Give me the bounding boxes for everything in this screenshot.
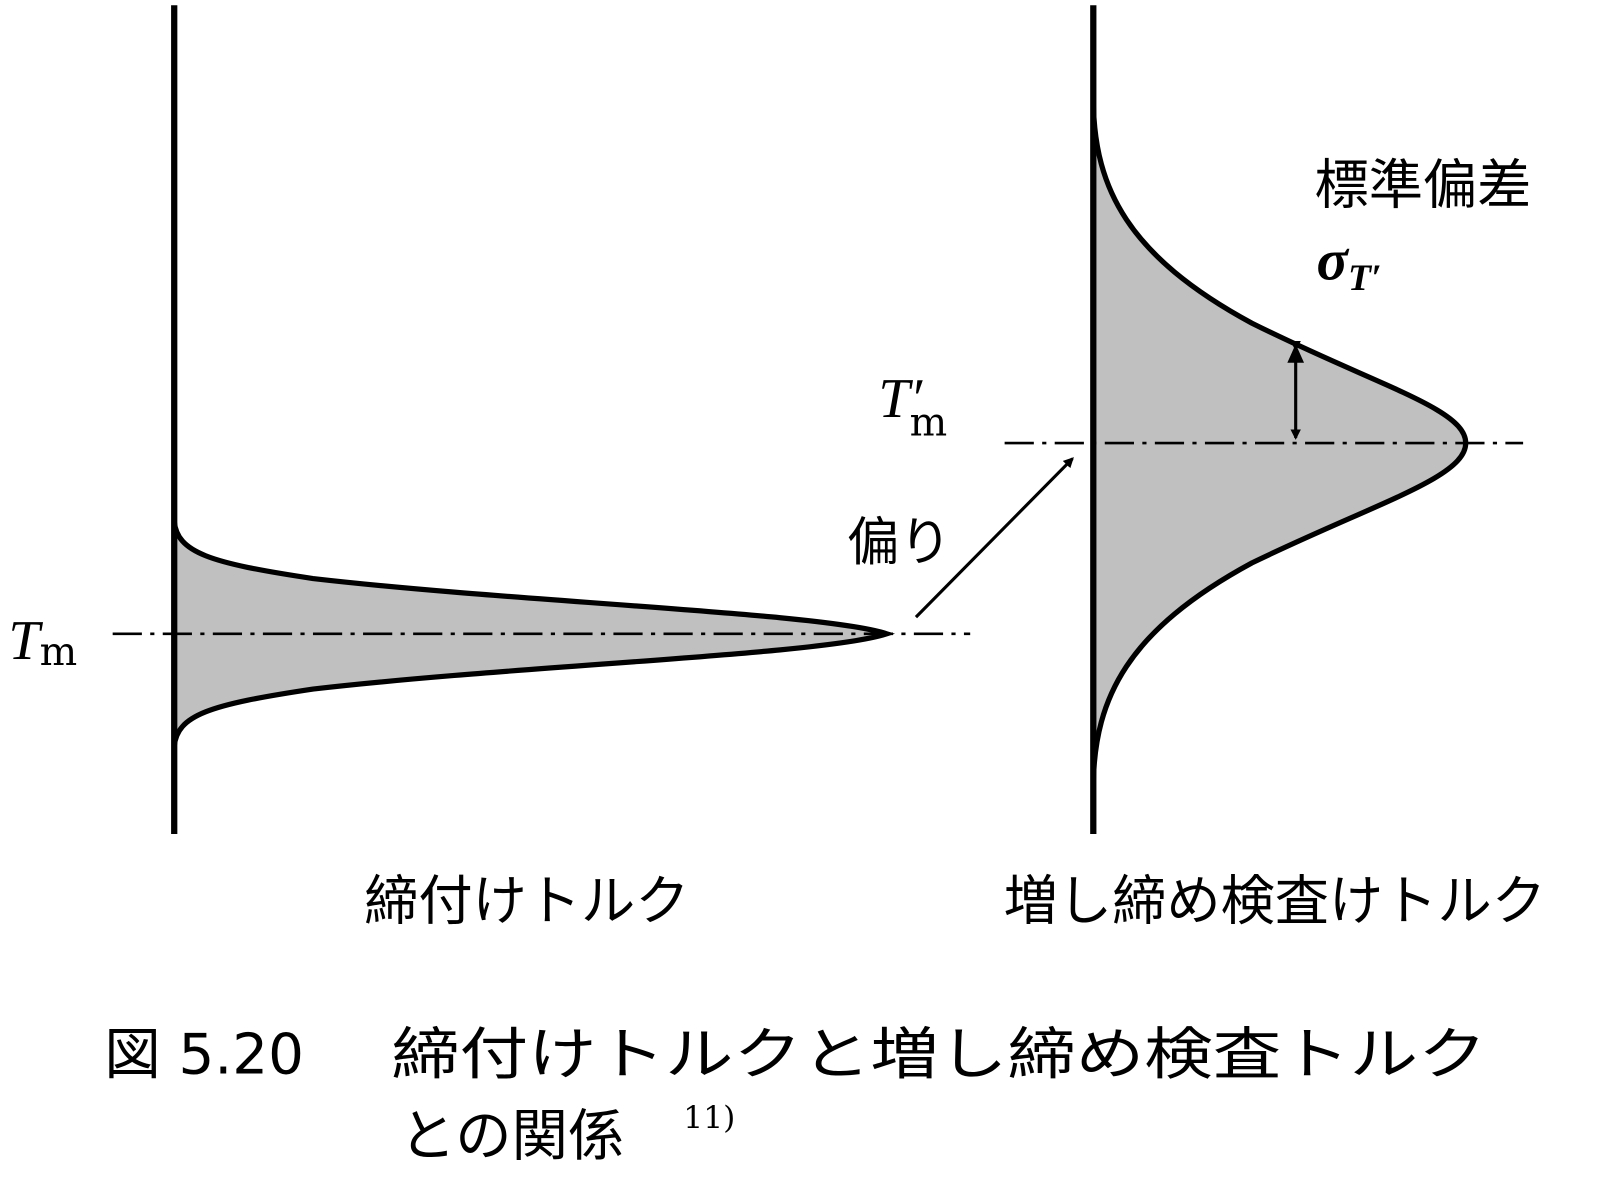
std-dev-arrow-head-top — [1287, 344, 1305, 363]
tm-prime-subscript: m — [910, 400, 948, 446]
caption-line-1: 締付けトルクと増し締め検査トルク — [391, 1023, 1486, 1088]
bias-label: 偏り — [847, 513, 951, 573]
tightening-torque-label: 締付けトルク — [364, 869, 689, 932]
caption-line-2: との関係 — [400, 1104, 625, 1169]
caption-reference: 11) — [683, 1100, 735, 1136]
std-dev-label: 標準偏差 — [1314, 153, 1531, 216]
tm-prime-label: T′ — [878, 368, 922, 430]
retightening-torque-label: 増し締め検査けトルク — [1004, 869, 1546, 932]
sigma-label: σT′ — [1317, 227, 1382, 298]
bias-arrow — [914, 457, 1074, 619]
tm-label: Tm — [8, 610, 77, 675]
figure-number: 図 5.20 — [104, 1023, 304, 1088]
